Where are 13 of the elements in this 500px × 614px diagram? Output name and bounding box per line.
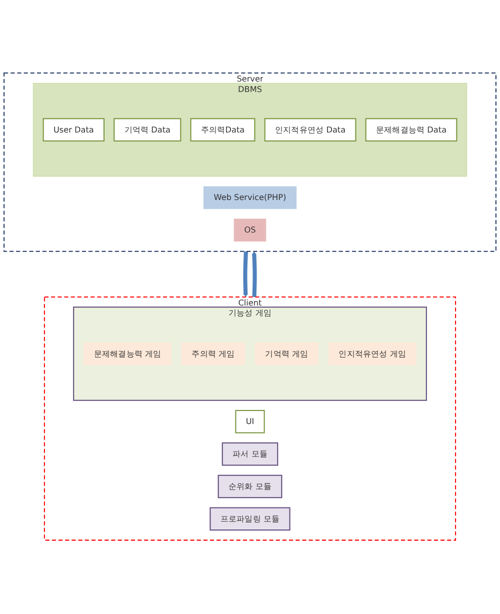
node-box: 파서 모듈 [222, 442, 278, 466]
node-box: 기억력 Data [114, 118, 182, 142]
node-box: 문제해결능력 Data [365, 118, 458, 142]
node-box: 주의력Data [190, 118, 256, 142]
arrow [243, 252, 248, 298]
node-box: Web Service(PHP) [203, 186, 297, 210]
node-box: 순위화 모듈 [218, 475, 282, 498]
node-box: UI [235, 410, 265, 434]
node-box: User Data [42, 118, 105, 142]
node-box: OS [234, 219, 266, 242]
node-box: 프로파일링 모듈 [210, 508, 290, 531]
arrow [252, 252, 257, 298]
node-box: 인지적유연성 Data [264, 118, 356, 142]
